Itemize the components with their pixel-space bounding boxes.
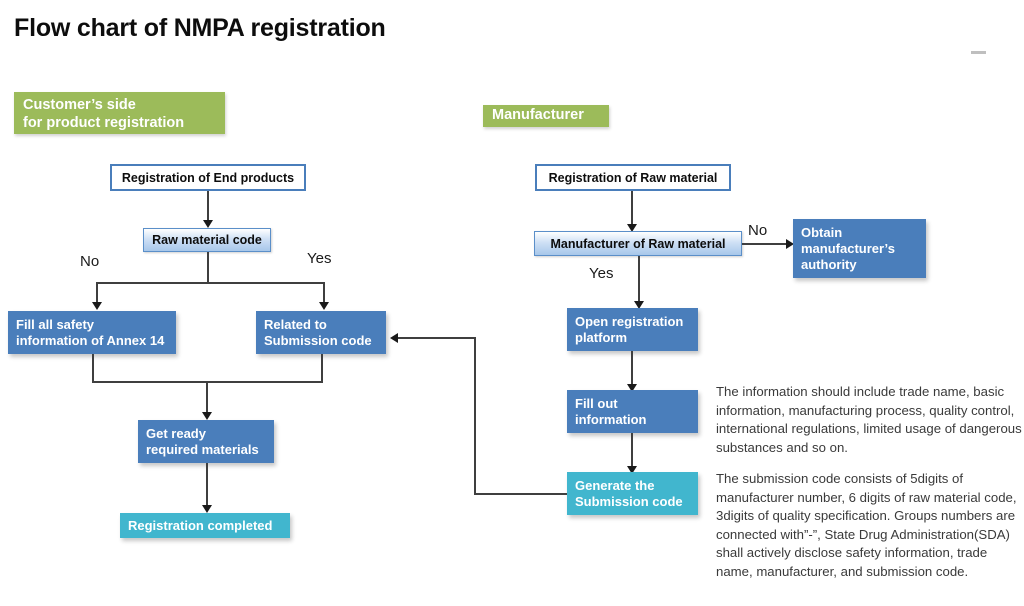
- node-fill-out-information[interactable]: Fill out information: [567, 390, 698, 433]
- arrowhead-r5-r6-icon: [627, 466, 637, 474]
- branch-label-yes-left: Yes: [307, 250, 332, 267]
- arrowhead-to-open-platform-icon: [634, 301, 644, 309]
- node-raw-material-code[interactable]: Raw material code: [143, 228, 271, 252]
- node-generate-the-submission-code[interactable]: Generate the Submission code: [567, 472, 698, 515]
- page-title: Flow chart of NMPA registration: [14, 14, 386, 42]
- node-manufacturer-of-raw-material[interactable]: Manufacturer of Raw material: [534, 231, 742, 256]
- node-get-ready-required-materials[interactable]: Get ready required materials: [138, 420, 274, 463]
- arrowhead-to-related-submission-icon: [319, 302, 329, 310]
- connector-r5-r6: [631, 433, 633, 468]
- arrowhead-to-fill-safety-icon: [92, 302, 102, 310]
- node-registration-of-raw-material[interactable]: Registration of Raw material: [535, 164, 731, 191]
- note-information-contents: The information should include trade nam…: [716, 384, 1022, 455]
- note-submission-code-format: The submission code consists of 5digits …: [716, 471, 1017, 579]
- connector-l4-down: [321, 354, 323, 382]
- node-open-registration-platform[interactable]: Open registration platform: [567, 308, 698, 351]
- branch-label-no-left: No: [80, 253, 100, 270]
- lane-header-customer: Customer’s side for product registration: [14, 92, 225, 134]
- node-fill-all-safety-information[interactable]: Fill all safety information of Annex 14: [8, 311, 176, 354]
- arrowhead-to-get-ready-icon: [202, 412, 212, 420]
- connector-r2-r3: [742, 243, 788, 245]
- connector-r4-r5: [631, 351, 633, 386]
- connector-l2-stem: [207, 252, 209, 283]
- connector-feedback-upper: [397, 337, 475, 339]
- arrowhead-l1-l2-icon: [203, 220, 213, 228]
- connector-split-right-leg: [323, 282, 325, 305]
- connector-feedback-lower: [474, 493, 567, 495]
- connector-r1-r2: [631, 191, 633, 226]
- arrowhead-to-obtain-authority-icon: [786, 239, 794, 249]
- connector-r2-r4: [638, 256, 640, 304]
- branch-label-yes-right: Yes: [589, 265, 614, 282]
- connector-split-bar: [96, 282, 324, 284]
- arrowhead-r1-r2-icon: [627, 224, 637, 232]
- arrowhead-feedback-to-related-icon: [390, 333, 398, 343]
- connector-split-left-leg: [96, 282, 98, 305]
- arrowhead-r4-r5-icon: [627, 384, 637, 392]
- branch-label-no-right: No: [748, 222, 768, 239]
- placeholder-dash-icon: [971, 51, 986, 54]
- arrowhead-to-registration-completed-icon: [202, 505, 212, 513]
- lane-header-manufacturer: Manufacturer: [483, 105, 609, 127]
- node-obtain-manufacturers-authority[interactable]: Obtain manufacturer’s authority: [793, 219, 926, 278]
- node-related-to-submission-code[interactable]: Related to Submission code: [256, 311, 386, 354]
- connector-merge-stem: [206, 381, 208, 414]
- node-registration-of-end-products[interactable]: Registration of End products: [110, 164, 306, 191]
- connector-l1-l2: [207, 191, 209, 222]
- node-registration-completed[interactable]: Registration completed: [120, 513, 290, 538]
- connector-l5-l6: [206, 463, 208, 507]
- connector-l3-down: [92, 354, 94, 382]
- connector-feedback-vertical: [474, 337, 476, 494]
